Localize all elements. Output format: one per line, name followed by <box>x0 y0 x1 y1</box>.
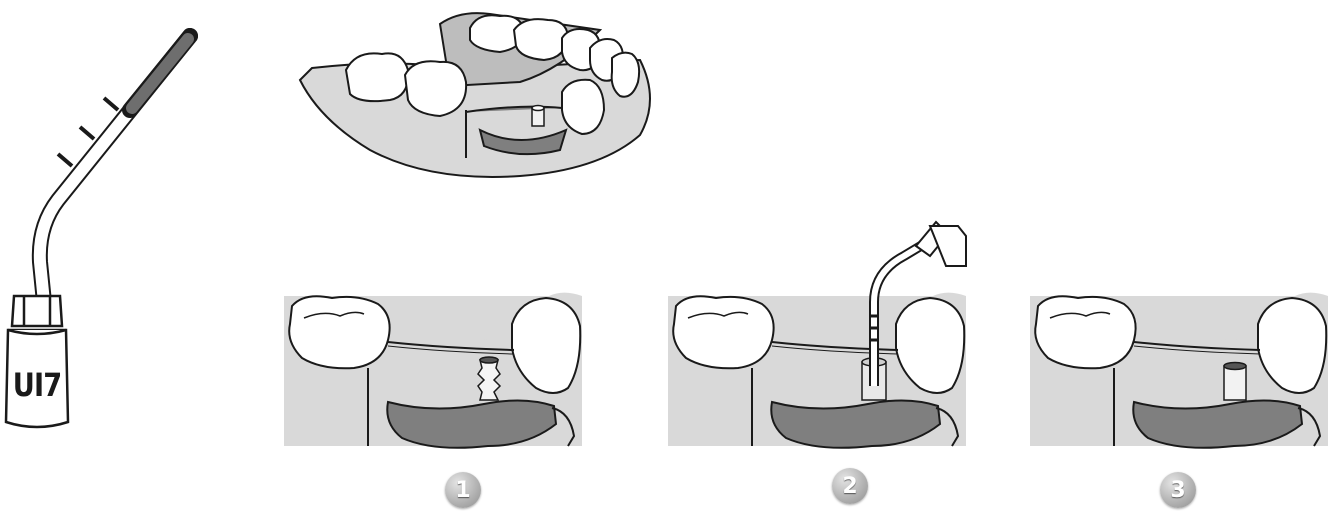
handpiece <box>916 222 966 266</box>
step-1-badge: 1 <box>445 472 481 508</box>
finished-osteotomy <box>1224 363 1246 401</box>
step-2-badge: 2 <box>832 468 868 504</box>
step-2-number: 2 <box>842 474 857 499</box>
step-2-panel <box>668 222 966 448</box>
step-3-number: 3 <box>1170 478 1185 503</box>
step-3-badge: 3 <box>1160 472 1196 508</box>
step-3-panel <box>1030 293 1328 448</box>
step-1-panel <box>284 293 582 448</box>
step-1-number: 1 <box>455 478 470 503</box>
